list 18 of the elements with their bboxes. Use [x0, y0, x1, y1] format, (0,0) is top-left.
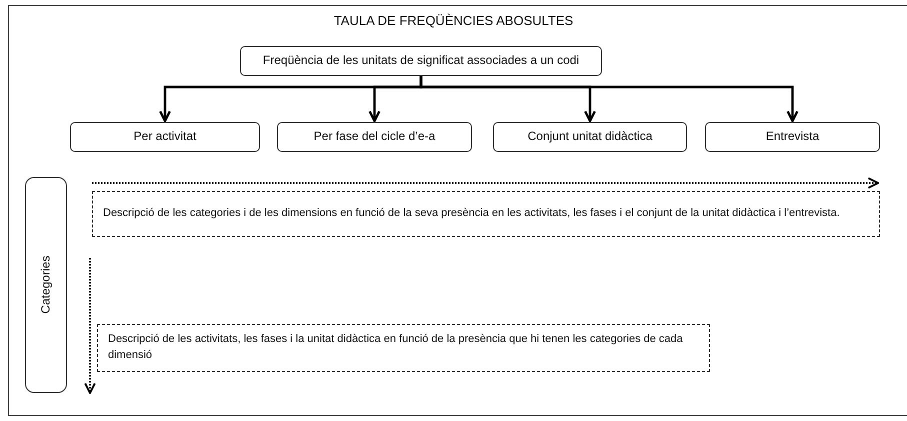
process-box [493, 122, 687, 152]
node-label: Entrevista [766, 128, 820, 146]
process-box [70, 122, 260, 152]
node-label: Freqüència de les unitats de significat associades a un codi [262, 52, 580, 70]
category-box [25, 177, 67, 393]
description-box [92, 191, 880, 237]
process-box [277, 122, 472, 152]
process-box [240, 46, 602, 76]
node-label: Per activitat [134, 128, 196, 146]
process-box [705, 122, 880, 152]
description-box [97, 324, 710, 372]
arrow [420, 76, 798, 122]
node-label: Per fase del cicle d’e-a [314, 128, 436, 146]
node-label: Descripció de les categories i de les dimensions en funció de la seva presència en les activitats, les fases i el conjunt de la unitat didàctica i l’entrevista. [103, 206, 840, 222]
node-label: Categories [37, 256, 54, 314]
diagram-title: TAULA DE FREQÜÈNCIES ABOSULTES [332, 13, 574, 28]
node-label: Descripció de les activitats, les fases i la unitat didàctica en funció de la presència que hi tenen les categories de cada dimensió [108, 332, 684, 363]
node-label: Conjunt unitat didàctica [528, 128, 652, 146]
